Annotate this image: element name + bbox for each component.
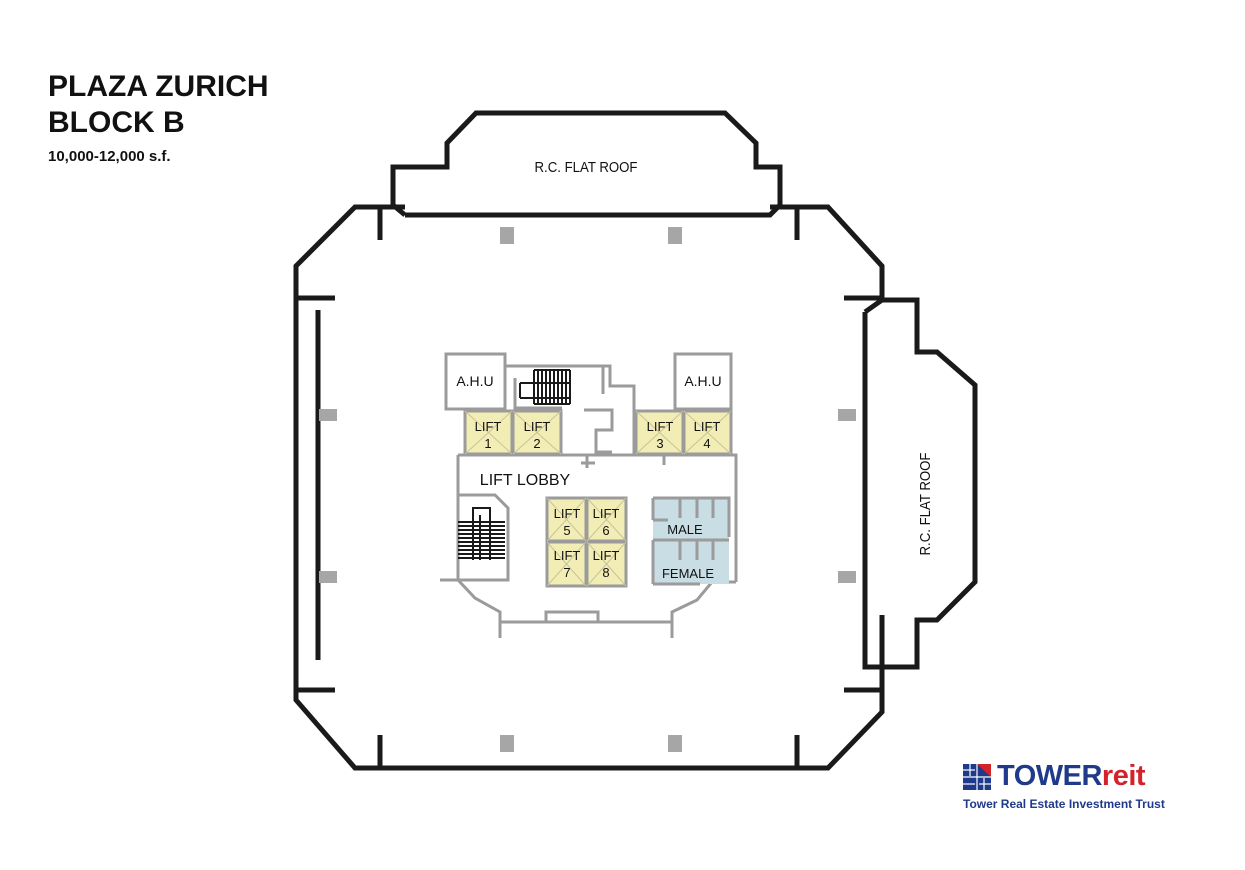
lift-3-number: 3 [656,436,663,451]
column [500,735,514,752]
lift-1-number: 1 [484,436,491,451]
lift-7-number: 7 [563,565,570,580]
main-wall-upper-right [770,204,885,300]
lift-3-word: LIFT [647,419,674,434]
lift-5-number: 5 [563,523,570,538]
column [319,409,337,421]
lift-2-number: 2 [533,436,540,451]
stair-upper [519,369,571,405]
column [500,227,514,244]
brand-tagline: Tower Real Estate Investment Trust [963,797,1165,811]
floor-area: 10,000-12,000 s.f. [48,148,171,165]
female-washroom [653,540,729,584]
brand-name-part1: TOWER [997,760,1102,792]
ahu-room-right [673,352,733,411]
ahu-right-label: A.H.U [684,373,721,389]
male-label: MALE [667,522,703,537]
roof-top-label: R.C. FLAT ROOF [535,159,638,176]
towerreit-logo-mark [963,764,991,790]
brand-name: TOWERreit [997,760,1146,793]
lift-7-word: LIFT [554,548,581,563]
columns [319,227,856,752]
ahu-room-left [444,352,507,411]
lift-8-word: LIFT [593,548,620,563]
column [838,571,856,583]
lift-1-word: LIFT [475,419,502,434]
column [838,409,856,421]
lift-lobby-label: LIFT LOBBY [480,472,571,489]
column [319,571,337,583]
female-label: FEMALE [662,566,714,581]
top-roof-wing [390,110,783,218]
washrooms [651,496,731,586]
lift-labels: LIFT 1 LIFT 2 LIFT 3 LIFT 4 LIFT 5 LIFT … [475,419,721,580]
plan-subtitle: BLOCK B [48,106,185,139]
lift-6-word: LIFT [593,506,620,521]
roof-right-label: R.C. FLAT ROOF [917,453,934,556]
main-wall [293,204,885,771]
lift-2-word: LIFT [524,419,551,434]
column [668,227,682,244]
brand-name-part2: reit [1101,760,1146,792]
outer-walls [293,110,978,771]
lift-5-word: LIFT [554,506,581,521]
stair-lower [458,507,505,560]
core-opening [544,610,600,624]
column [668,735,682,752]
plan-title: PLAZA ZURICH [48,70,269,103]
lift-8-number: 8 [602,565,609,580]
lift-4-word: LIFT [694,419,721,434]
towerreit-logo: TOWERreit Tower Real Estate Investment T… [963,760,1193,820]
lift-6-number: 6 [602,523,609,538]
lift-4-number: 4 [703,436,710,451]
ahu-left-label: A.H.U [456,373,493,389]
right-roof-wing [862,297,978,670]
core-walls [440,352,738,638]
lift-cross-lines [464,410,732,587]
